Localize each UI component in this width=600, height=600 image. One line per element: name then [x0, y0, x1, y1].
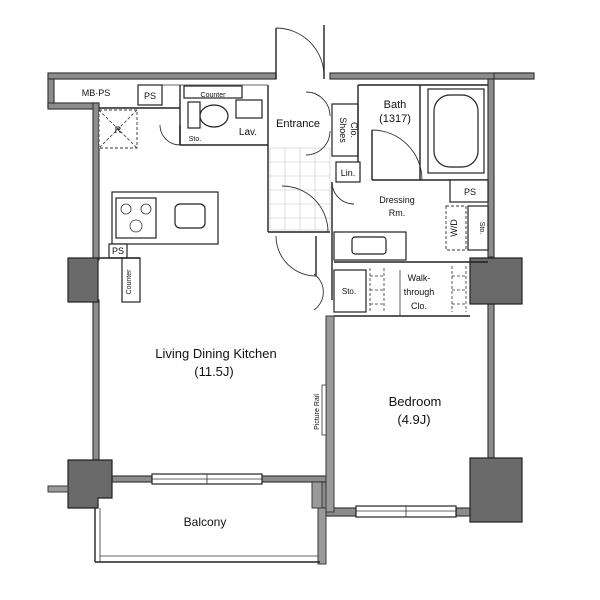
label-bedroom-size: (4.9J) [397, 412, 430, 427]
label-refrigerator: R [115, 125, 122, 135]
toilet-tank [187, 101, 201, 129]
label-bath: Bath [384, 99, 407, 111]
shoes-door-swing [305, 130, 331, 156]
lav-counter [235, 99, 263, 119]
counter-top [183, 85, 243, 99]
entrance-door-swing [275, 27, 325, 77]
partition-wall [325, 315, 335, 513]
room-labels: MB·PS PS Counter Sto. Lav. Entrance Shoe… [82, 88, 485, 529]
top-wall-left [47, 72, 277, 80]
washer-dryer-box [445, 205, 467, 251]
label-dressing-1: Dressing [379, 195, 415, 205]
label-bedroom: Bedroom [389, 394, 442, 409]
label-dressing-2: Rm. [389, 208, 406, 218]
label-entrance: Entrance [276, 118, 320, 130]
right-wall-upper [487, 78, 495, 258]
label-shoes-1: Shoes [338, 117, 348, 143]
kitchen [99, 191, 219, 303]
balcony-left-stub [47, 485, 69, 493]
bath-door-swing [371, 129, 423, 181]
label-counter-side: Counter [126, 269, 133, 295]
label-wd: W/D [449, 219, 459, 237]
toilet-door-swing [159, 124, 181, 146]
label-ldk-size: (11.5J) [194, 364, 234, 379]
balcony-area [47, 481, 327, 565]
ldk-bottom-wall-right [261, 475, 333, 483]
ps-top-box [137, 84, 163, 106]
label-bath-size: (1317) [379, 113, 411, 125]
label-ps-top: PS [144, 91, 156, 101]
entrance-area [268, 25, 359, 277]
ps-right-box [449, 179, 489, 203]
left-wall-lower [92, 299, 100, 461]
refrigerator-space [98, 109, 138, 149]
label-sto-mid: Sto. [342, 287, 356, 296]
column-left-mid [67, 257, 99, 303]
column-left-bottom [67, 459, 113, 509]
walk-through-closet [313, 266, 470, 317]
label-lav: Lav. [239, 127, 257, 138]
sto-door-swing [313, 273, 324, 311]
label-ldk: Living Dining Kitchen [155, 346, 276, 361]
sto-mid-box [333, 269, 367, 313]
label-ps-kitchen: PS [112, 246, 124, 256]
label-walk-3: Clo. [411, 301, 427, 311]
label-shoes-2: Clo. [349, 122, 359, 138]
linen-box [335, 161, 361, 183]
column-right-bottom [469, 457, 523, 523]
wash-basin [351, 236, 387, 255]
shoes-closet [331, 103, 359, 157]
label-walk-1: Walk- [408, 273, 431, 283]
label-sto-toilet: Sto. [189, 136, 202, 143]
label-sto-right: Sto. [478, 222, 485, 235]
entrance-hall-door-swing [281, 185, 329, 233]
lav-door-swing [305, 91, 331, 117]
bathtub-inner [433, 94, 479, 168]
right-wall-lower [487, 303, 495, 459]
dressing-door-swing [331, 181, 355, 205]
label-picture-rail: Picture Rail [314, 394, 321, 430]
balcony-divider [317, 507, 327, 565]
exterior-walls [47, 72, 535, 517]
label-counter-top: Counter [201, 92, 227, 99]
toilet-bowl [199, 104, 229, 128]
label-mb-ps: MB·PS [82, 88, 111, 98]
label-balcony: Balcony [184, 515, 227, 529]
service-strip [99, 84, 269, 232]
sto-right-box [467, 205, 489, 251]
mbps-bottom-wall [47, 102, 99, 110]
kitchen-sink [174, 203, 206, 229]
label-lin: Lin. [341, 168, 356, 178]
label-walk-2: through [404, 287, 435, 297]
label-ps-right: PS [464, 187, 476, 197]
bath-area [331, 84, 489, 300]
cooktop [115, 197, 157, 239]
ldk-bottom-wall-left [111, 475, 153, 483]
ldk-door-swing [275, 235, 317, 277]
picture-rail-strip [321, 384, 327, 436]
column-right-mid [469, 257, 523, 305]
windows [151, 473, 457, 518]
balcony-step [311, 481, 323, 509]
top-right-cap [493, 72, 535, 80]
columns [67, 257, 523, 523]
left-wall-upper [92, 102, 100, 261]
partition [321, 315, 335, 513]
